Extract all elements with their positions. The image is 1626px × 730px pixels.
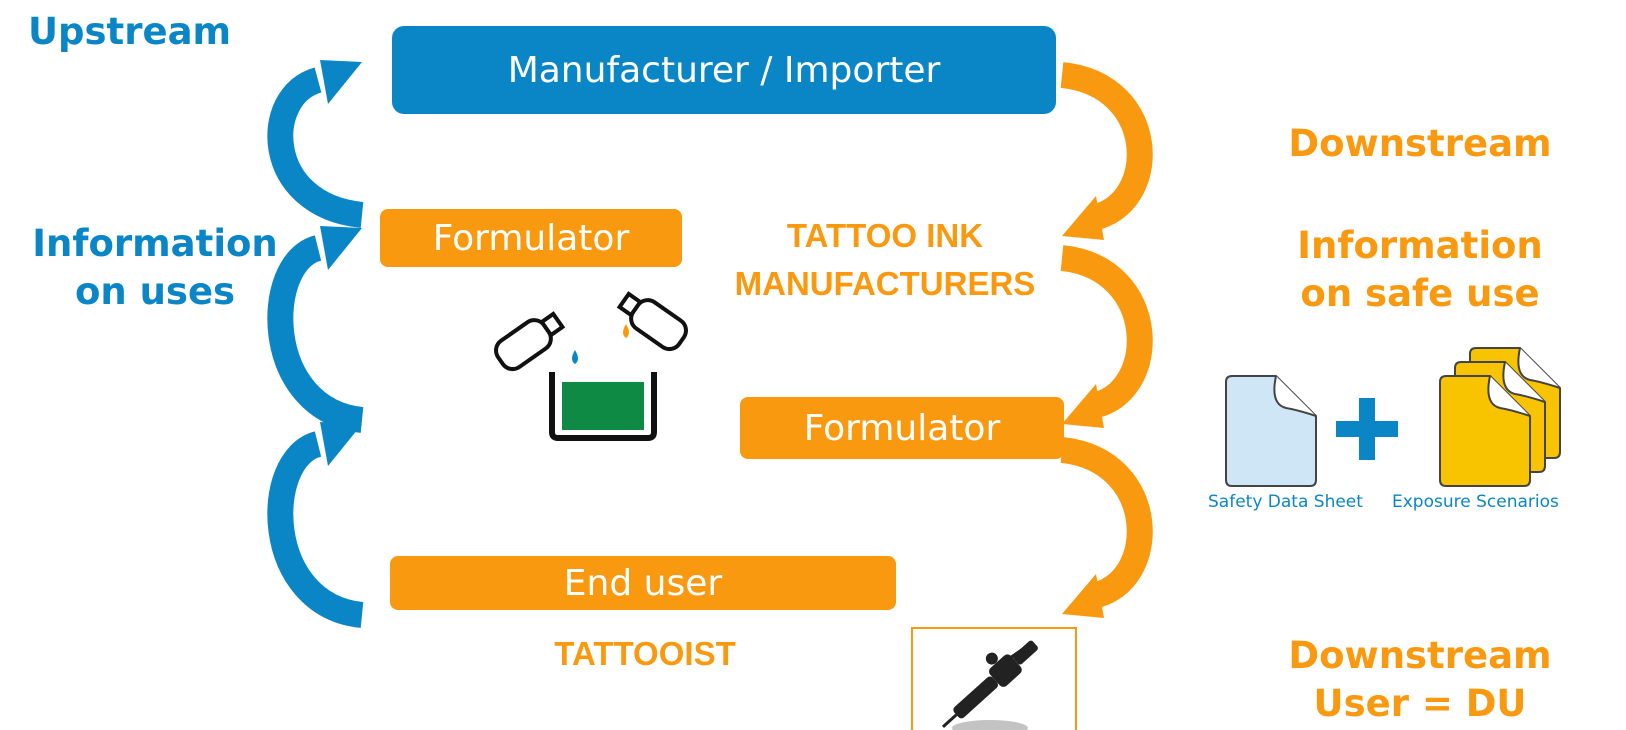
information-on-uses-label: Information on uses <box>0 220 310 316</box>
curved-down-arrow-icon <box>1062 574 1104 618</box>
end-user-label: End user <box>563 562 723 604</box>
formulator-label-1: Formulator <box>432 217 630 259</box>
formulator-box-1: Formulator <box>380 209 682 267</box>
manufacturer-importer-box: Manufacturer / Importer <box>392 26 1056 114</box>
upstream-label: Upstream <box>28 10 232 53</box>
orange-arrow-2 <box>1060 245 1153 428</box>
downstream-user-line1: Downstream <box>1288 634 1552 677</box>
information-on-safe-use-label: Information on safe use <box>1250 222 1590 318</box>
formulator-box-2: Formulator <box>740 397 1064 459</box>
curved-down-arrow-icon <box>1062 196 1104 240</box>
tattoo-ink-line1: TATTOO INK <box>786 217 984 254</box>
blue-arrow-3 <box>267 422 365 628</box>
blue-arrow-2 <box>267 226 365 433</box>
orange-arrow-3 <box>1060 437 1153 618</box>
information-safe-use-line2: on safe use <box>1300 272 1540 315</box>
curved-up-arrow-icon <box>320 60 362 104</box>
tattooist-label: TATTOOIST <box>554 635 736 672</box>
information-on-uses-line1: Information <box>32 222 278 265</box>
downstream-user-line2: User = DU <box>1313 682 1527 725</box>
information-safe-use-line1: Information <box>1297 224 1543 267</box>
stacked-documents-icon <box>1439 347 1561 487</box>
document-icon <box>1225 375 1317 487</box>
safety-data-sheet-caption: Safety Data Sheet <box>1208 492 1363 512</box>
tattoo-ink-line2: MANUFACTURERS <box>734 265 1036 302</box>
curved-down-arrow-icon <box>1062 384 1104 428</box>
bottles-beaker-icon <box>494 291 688 441</box>
plus-icon <box>1336 398 1398 460</box>
tattoo-ink-manufacturers-label: TATTOO INK MANUFACTURERS <box>690 212 1080 308</box>
downstream-label: Downstream <box>1288 122 1552 165</box>
curved-up-arrow-icon <box>320 226 362 270</box>
exposure-scenarios-caption: Exposure Scenarios <box>1392 492 1559 512</box>
orange-arrow-1 <box>1060 62 1153 240</box>
end-user-box: End user <box>390 556 896 610</box>
formulator-label-2: Formulator <box>803 407 1001 449</box>
downstream-user-label: Downstream User = DU <box>1250 632 1590 728</box>
information-on-uses-line2: on uses <box>74 270 236 313</box>
tattoo-machine-icon <box>911 627 1077 730</box>
manufacturer-importer-label: Manufacturer / Importer <box>507 49 941 91</box>
curved-up-arrow-icon <box>320 422 362 466</box>
blue-arrow-1 <box>267 60 364 228</box>
